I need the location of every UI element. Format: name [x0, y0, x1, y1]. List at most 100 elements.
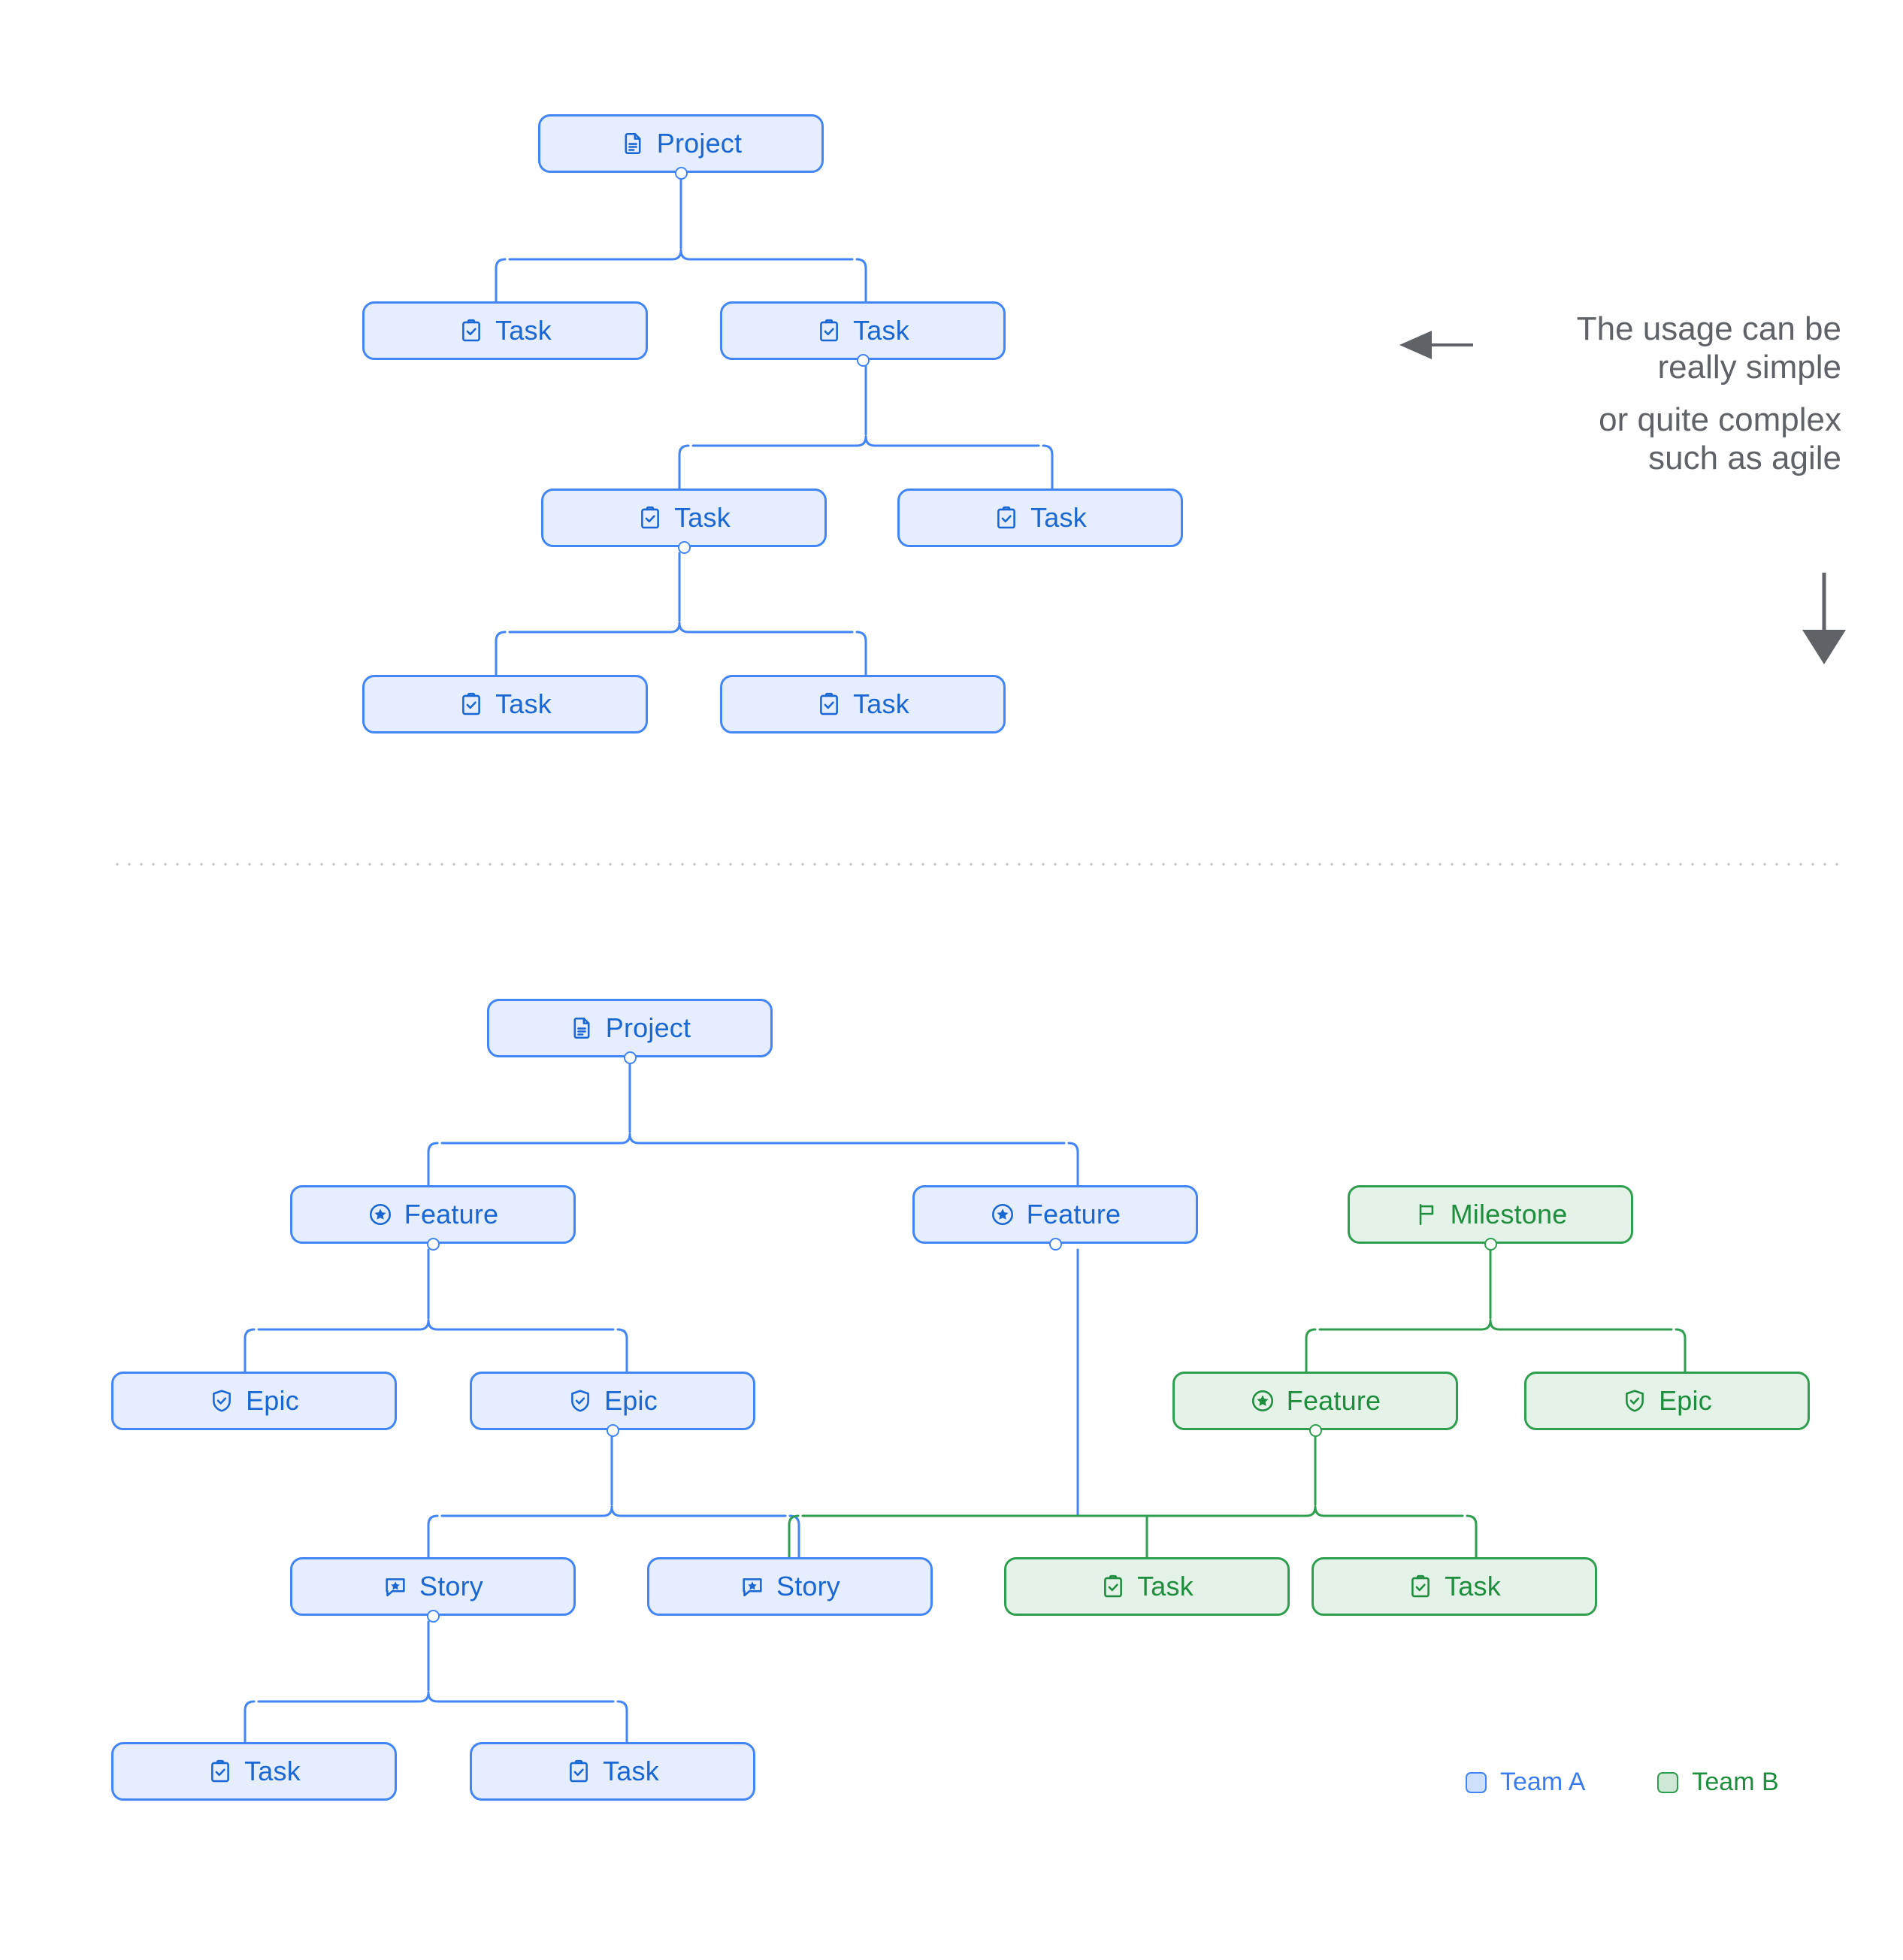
connection-port[interactable] [606, 1423, 619, 1437]
connection-port[interactable] [674, 166, 688, 180]
wire-to-taskb2 [616, 1700, 628, 1744]
wire-task2-bar-left [691, 435, 867, 447]
node-project[interactable]: Project [538, 114, 824, 173]
task-icon [566, 1759, 591, 1784]
milestone-icon [1414, 1202, 1439, 1227]
node-task[interactable]: Task [1312, 1557, 1597, 1616]
legend-swatch-icon [1466, 1771, 1487, 1793]
node-feature[interactable]: Feature [1172, 1372, 1458, 1430]
node-label: Project [656, 128, 743, 159]
connection-port[interactable] [1309, 1423, 1322, 1437]
task-icon [458, 691, 484, 717]
node-label: Task [244, 1756, 301, 1786]
wire-to-feature3 [1305, 1328, 1317, 1373]
wire-task3-bar-left [508, 622, 681, 634]
wire-to-feature2 [1067, 1142, 1079, 1187]
connection-port[interactable] [426, 1609, 440, 1623]
wire-milestone-bar-left [1318, 1319, 1492, 1331]
node-label: Task [853, 315, 909, 346]
wire-to-task1 [495, 258, 507, 303]
legend-item-team-b[interactable]: Team B [1657, 1768, 1779, 1797]
wire-project-bar-right [679, 249, 854, 261]
node-story[interactable]: Story [647, 1557, 933, 1616]
legend-item-team-a[interactable]: Team A [1466, 1768, 1585, 1797]
task-icon [994, 505, 1019, 531]
node-task[interactable]: Task [720, 301, 1006, 360]
task-icon [1100, 1574, 1126, 1599]
task-icon [458, 318, 484, 343]
wire-epic2-bar-left [440, 1505, 613, 1517]
node-task[interactable]: Task [362, 675, 648, 733]
node-epic[interactable]: Epic [1524, 1372, 1810, 1430]
wire-project-bar-left [508, 249, 682, 261]
node-feature[interactable]: Feature [912, 1185, 1198, 1244]
annotation-text: The usage can be really simple or quite … [1496, 310, 1841, 478]
connection-port[interactable] [1484, 1237, 1497, 1251]
connection-port[interactable] [677, 540, 691, 554]
wire-to-epic3 [1675, 1328, 1687, 1373]
node-task[interactable]: Task [111, 1742, 397, 1801]
node-feature[interactable]: Feature [290, 1185, 576, 1244]
wire-to-task3 [678, 444, 690, 490]
arrow-left-icon [1399, 331, 1473, 359]
wire-greenbar-left-drop [788, 1514, 800, 1559]
node-label: Task [1030, 502, 1087, 533]
wire-feature3-bar-right [1314, 1505, 1464, 1517]
node-label: Epic [1659, 1385, 1712, 1416]
wire-feature3-bar-left [801, 1505, 1317, 1517]
node-label: Feature [1026, 1199, 1121, 1230]
arrow-down-icon [1802, 573, 1846, 664]
wire-feature1-bar-left [257, 1319, 430, 1331]
node-epic[interactable]: Epic [111, 1372, 397, 1430]
connection-port[interactable] [856, 353, 870, 367]
epic-icon [209, 1388, 234, 1414]
node-task[interactable]: Task [470, 1742, 755, 1801]
feature-icon [368, 1202, 393, 1227]
node-task[interactable]: Task [362, 301, 648, 360]
document-icon [620, 131, 646, 156]
node-task[interactable]: Task [897, 488, 1183, 547]
node-task[interactable]: Task [720, 675, 1006, 733]
wire-story1-bar-left [257, 1691, 430, 1703]
story-icon [740, 1574, 765, 1599]
annotation-line-4: such as agile [1648, 440, 1841, 477]
connection-port[interactable] [623, 1051, 637, 1064]
wire-milestone-bar-right [1489, 1319, 1673, 1331]
connection-port[interactable] [426, 1237, 440, 1251]
wire-to-feature1 [427, 1142, 439, 1187]
node-task[interactable]: Task [1004, 1557, 1290, 1616]
wire-to-story2 [788, 1514, 800, 1559]
annotation-line-1: The usage can be [1576, 310, 1841, 347]
node-label: Task [674, 502, 731, 533]
node-project[interactable]: Project [487, 999, 773, 1057]
node-label: Task [1445, 1571, 1501, 1602]
node-task[interactable]: Task [541, 488, 827, 547]
connection-port[interactable] [1048, 1237, 1062, 1251]
wire-aproject-bar-right [628, 1133, 1066, 1145]
wire-to-task5 [495, 631, 507, 676]
node-label: Task [603, 1756, 659, 1786]
node-story[interactable]: Story [290, 1557, 576, 1616]
wire-to-story1 [427, 1514, 439, 1559]
wire-to-task6 [855, 631, 867, 676]
node-milestone[interactable]: Milestone [1348, 1185, 1633, 1244]
feature-icon [1250, 1388, 1275, 1414]
wire-to-taskb1 [244, 1700, 256, 1744]
feature-icon [990, 1202, 1015, 1227]
node-label: Task [495, 688, 552, 719]
wire-epic2-bar-right [610, 1505, 787, 1517]
wire-to-epic2 [616, 1328, 628, 1373]
node-label: Project [605, 1012, 691, 1043]
wire-to-task2 [855, 258, 867, 303]
wire-task3-bar-right [678, 622, 854, 634]
node-label: Milestone [1450, 1199, 1568, 1230]
document-icon [569, 1015, 594, 1041]
node-label: Task [495, 315, 552, 346]
wire-to-taskg2 [1466, 1514, 1478, 1559]
legend-swatch-icon [1657, 1771, 1679, 1793]
task-icon [1408, 1574, 1433, 1599]
node-epic[interactable]: Epic [470, 1372, 755, 1430]
wire-aproject-bar-left [440, 1133, 631, 1145]
